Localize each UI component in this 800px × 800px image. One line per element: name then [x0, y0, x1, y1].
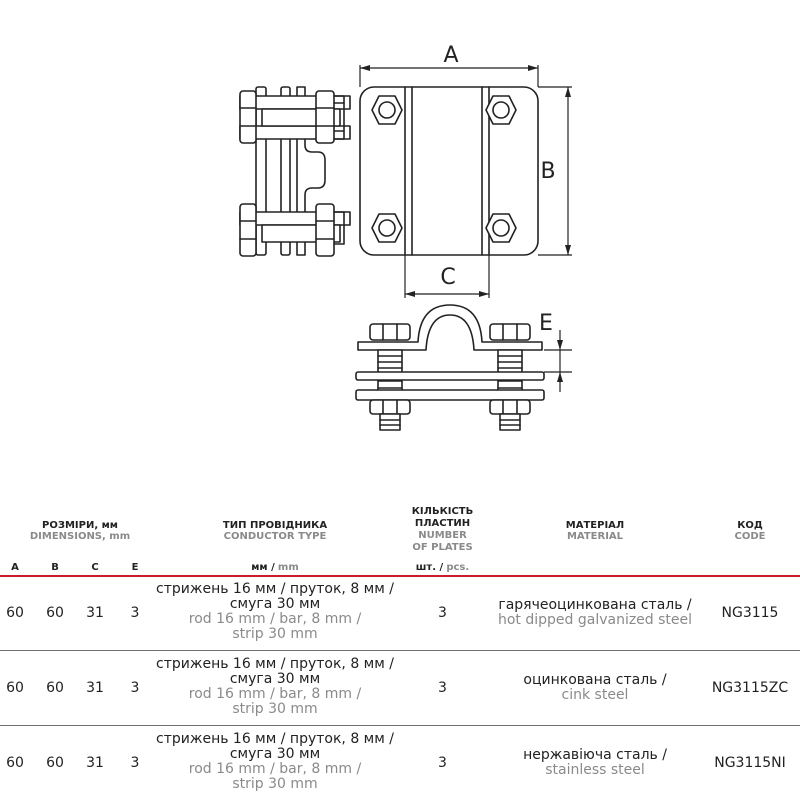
conductor-en-line-1: rod 16 mm / bar, 8 mm /	[188, 761, 362, 777]
conductor-uk-line-2: смуга 30 мм	[229, 671, 321, 687]
subheader-mm-uk: мм /	[251, 562, 275, 573]
cell-conductor: стрижень 16 мм / пруток, 8 мм / смуга 30…	[150, 582, 400, 642]
subheader-pcs: шт. / pcs.	[395, 562, 490, 573]
cell-a: 60	[6, 755, 24, 771]
dimension-label-b: B	[540, 159, 555, 184]
conductor-uk-line-1: стрижень 16 мм / пруток, 8 мм /	[156, 656, 394, 672]
cell-c: 31	[86, 680, 104, 696]
header-plates-uk-2: ПЛАСТИН	[414, 518, 471, 529]
cell-b: 60	[46, 680, 64, 696]
conductor-uk-line-1: стрижень 16 мм / пруток, 8 мм /	[156, 581, 394, 597]
conductor-uk-line-2: смуга 30 мм	[229, 596, 321, 612]
subheader-pcs-en: pcs.	[446, 562, 470, 573]
cell-e: 3	[130, 755, 140, 771]
material-en: cink steel	[561, 687, 629, 703]
material-en: stainless steel	[545, 762, 645, 778]
row-divider	[0, 650, 800, 651]
header-material-uk: МАТЕРІАЛ	[565, 520, 625, 531]
cell-material: оцинкована сталь / cink steel	[490, 673, 700, 703]
conductor-uk-line-2: смуга 30 мм	[229, 746, 321, 762]
header-conductor-uk: ТИП ПРОВІДНИКА	[222, 520, 328, 531]
header-plates-en-1: NUMBER	[418, 530, 467, 541]
cell-c: 31	[86, 605, 104, 621]
conductor-en-line-2: strip 30 mm	[232, 776, 318, 792]
material-uk: оцинкована сталь /	[523, 672, 667, 688]
header-dimensions: РОЗМІРИ, мм DIMENSIONS, mm	[10, 520, 150, 542]
front-view	[355, 304, 545, 431]
cell-c: 31	[86, 755, 104, 771]
dimension-lines	[359, 65, 572, 392]
conductor-en-line-1: rod 16 mm / bar, 8 mm /	[188, 611, 362, 627]
subheader-a: A	[11, 562, 19, 573]
cell-a: 60	[6, 605, 24, 621]
dimension-label-c: C	[440, 265, 455, 290]
header-plates: КІЛЬКІСТЬ ПЛАСТИН NUMBER OF PLATES	[395, 506, 490, 554]
cell-plates: 3	[438, 605, 447, 621]
cell-a: 60	[6, 680, 24, 696]
cell-code: NG3115	[721, 605, 779, 621]
header-plates-en-2: OF PLATES	[412, 542, 473, 553]
cell-code: NG3115ZC	[711, 680, 789, 696]
header-code-uk: КОД	[737, 520, 763, 531]
cell-plates: 3	[438, 755, 447, 771]
cell-plates: 3	[438, 680, 447, 696]
side-view	[239, 86, 351, 257]
header-dimensions-en: DIMENSIONS, mm	[29, 531, 131, 542]
header-conductor-en: CONDUCTOR TYPE	[223, 531, 327, 542]
subheader-mm: мм / mm	[170, 562, 380, 573]
cell-e: 3	[130, 680, 140, 696]
conductor-en-line-2: strip 30 mm	[232, 701, 318, 717]
conductor-uk-line-1: стрижень 16 мм / пруток, 8 мм /	[156, 731, 394, 747]
header-dimensions-uk: РОЗМІРИ, мм	[42, 520, 118, 531]
header-conductor: ТИП ПРОВІДНИКА CONDUCTOR TYPE	[170, 520, 380, 542]
header-material: МАТЕРІАЛ MATERIAL	[500, 520, 690, 542]
cell-conductor: стрижень 16 мм / пруток, 8 мм / смуга 30…	[150, 657, 400, 717]
cell-material: гарячеоцинкована сталь / hot dipped galv…	[490, 598, 700, 628]
subheader-pcs-uk: шт. /	[415, 562, 444, 573]
conductor-en-line-1: rod 16 mm / bar, 8 mm /	[188, 686, 362, 702]
material-en: hot dipped galvanized steel	[497, 612, 693, 628]
technical-drawing: A B C E	[239, 43, 572, 431]
cell-material: нержавіюча сталь / stainless steel	[490, 748, 700, 778]
subheader-c: C	[91, 562, 99, 573]
cell-b: 60	[46, 605, 64, 621]
header-material-en: MATERIAL	[566, 531, 624, 542]
subheader-b: B	[51, 562, 59, 573]
material-uk: нержавіюча сталь /	[523, 747, 667, 763]
header-divider	[0, 575, 800, 577]
conductor-en-line-2: strip 30 mm	[232, 626, 318, 642]
material-uk: гарячеоцинкована сталь /	[498, 597, 692, 613]
top-view	[359, 86, 539, 256]
dimension-arrows	[360, 65, 571, 382]
dimension-label-e: E	[539, 311, 553, 336]
header-code: КОД CODE	[705, 520, 795, 542]
subheader-e: E	[131, 562, 139, 573]
cell-conductor: стрижень 16 мм / пруток, 8 мм / смуга 30…	[150, 732, 400, 792]
header-plates-uk-1: КІЛЬКІСТЬ	[411, 506, 474, 517]
cell-code: NG3115NI	[714, 755, 786, 771]
row-divider	[0, 725, 800, 726]
cell-b: 60	[46, 755, 64, 771]
header-code-en: CODE	[734, 531, 766, 542]
dimension-label-a: A	[443, 43, 458, 68]
subheader-mm-en: mm	[277, 562, 299, 573]
cell-e: 3	[130, 605, 140, 621]
